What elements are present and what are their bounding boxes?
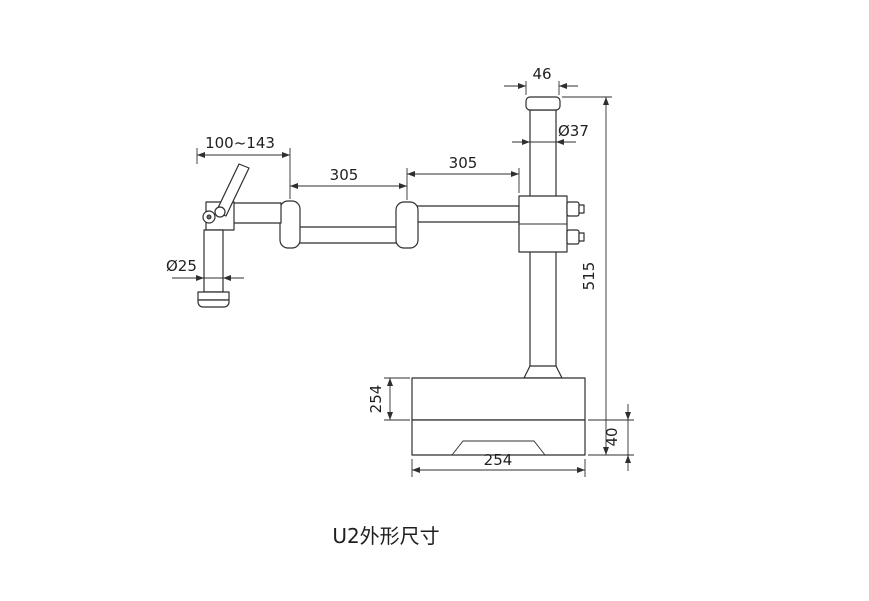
arm-middle-hinge	[395, 201, 419, 249]
dim-label-column-diameter: Ø37	[558, 122, 589, 140]
arm-end-hinge	[279, 200, 301, 249]
dim-label-arm-lower: 305	[330, 166, 359, 184]
dim-column-height: 515	[562, 96, 634, 456]
tilt-handle	[215, 163, 250, 217]
handle-pivot	[214, 206, 226, 218]
column-base-flange	[523, 365, 563, 379]
dim-label-arm-upper: 305	[449, 154, 478, 172]
dim-label-base-plate-height: 40	[603, 427, 621, 446]
dim-base-plate-height: 40	[588, 404, 634, 471]
dim-label-column-height: 515	[580, 262, 598, 291]
dim-label-base-width: 254	[484, 451, 513, 469]
arm-lower-segment	[294, 226, 400, 244]
side-lock-knob-center	[206, 214, 212, 220]
dim-label-top-cap-width: 46	[532, 65, 551, 83]
post-foot	[197, 299, 230, 308]
holder-post	[197, 229, 230, 308]
base-front-groove	[451, 440, 546, 456]
column-clamp	[518, 195, 585, 253]
arm-upper-segment	[406, 205, 520, 223]
head-bracket	[232, 202, 282, 224]
dim-base-depth: 254	[367, 377, 410, 421]
lower-knob-tip	[578, 232, 585, 242]
dim-arm-lower: 305	[289, 148, 407, 199]
base-top-face	[411, 377, 586, 421]
articulated-arm	[279, 200, 520, 249]
upper-adjustment-knob	[566, 201, 580, 217]
dim-arm-upper: 305	[406, 154, 520, 200]
base-front-face	[411, 419, 586, 456]
dim-post-diameter: Ø25	[166, 257, 244, 281]
lower-adjustment-knob	[566, 229, 580, 245]
upper-knob-tip	[578, 204, 585, 214]
dim-base-width: 254	[411, 451, 586, 477]
dim-label-head-range: 100~143	[205, 134, 275, 152]
post-flange	[197, 291, 230, 301]
dim-top-cap-width: 46	[504, 65, 578, 95]
base	[411, 377, 586, 456]
head-assembly	[202, 163, 282, 231]
dim-head-range: 100~143	[196, 134, 290, 164]
column-cap	[525, 96, 561, 111]
drawing-caption: U2外形尺寸	[332, 524, 439, 548]
dim-label-base-depth: 254	[367, 385, 385, 414]
post-shaft	[203, 229, 224, 293]
dim-column-diameter: Ø37	[512, 122, 589, 145]
dim-label-post-diameter: Ø25	[166, 257, 197, 275]
